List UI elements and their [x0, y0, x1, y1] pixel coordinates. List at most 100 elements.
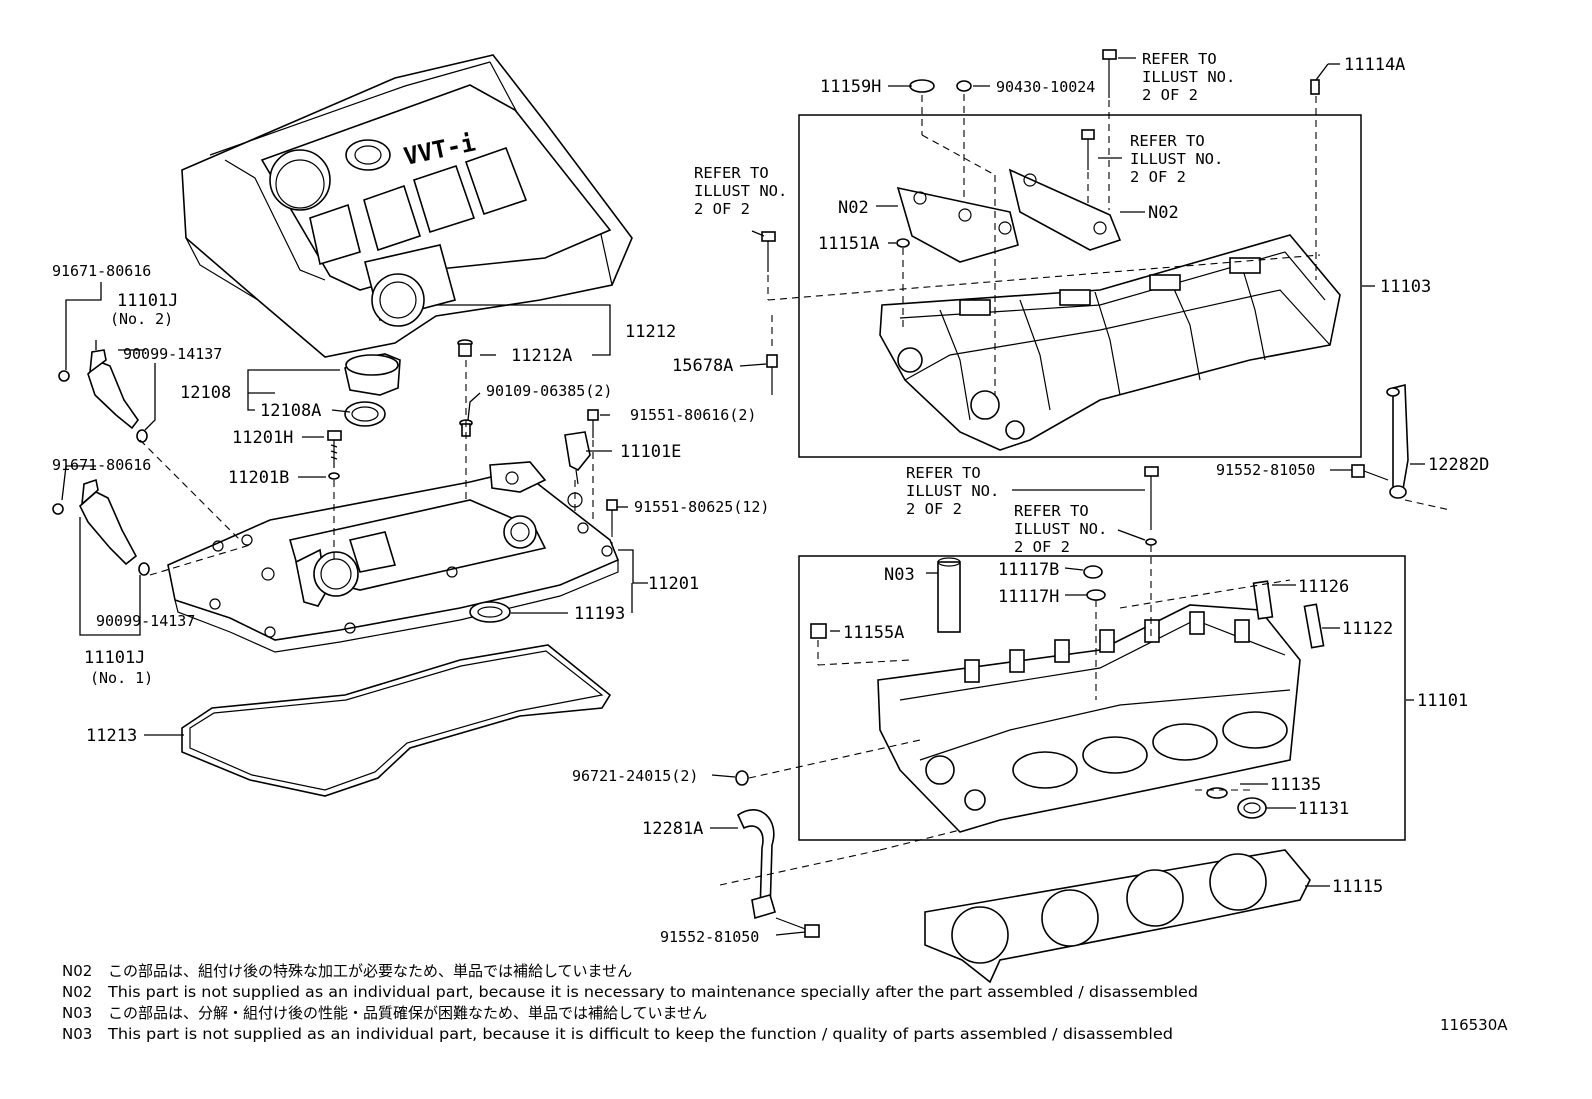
bolt-refer-2 — [1081, 129, 1095, 170]
camshaft-bearing-cap-left — [896, 186, 1019, 263]
note-code-1: N02 — [62, 962, 92, 980]
label-91671-80616-top: 91671-80616 — [52, 262, 151, 280]
label-91551-80616: 91551-80616(2) — [630, 406, 756, 424]
refer-3-line3: 2 OF 2 — [694, 200, 750, 218]
label-11201h: 11201H — [232, 428, 293, 448]
refer-2-line2: ILLUST NO. — [1130, 150, 1223, 168]
refer-1-line3: 2 OF 2 — [1142, 86, 1198, 104]
label-n03: N03 — [884, 565, 915, 585]
gasket-11117h — [1086, 589, 1106, 601]
refer-1-line2: ILLUST NO. — [1142, 68, 1235, 86]
plug-11117b — [1083, 565, 1103, 579]
cylinder-head-group-box — [798, 555, 1406, 841]
refer-callouts: REFER TO ILLUST NO. 2 OF 2 REFER TO ILLU… — [694, 50, 1235, 556]
oil-filler-cap — [344, 353, 401, 396]
label-12282d: 12282D — [1428, 455, 1489, 475]
dowel-n03 — [937, 561, 961, 633]
camshaft-position-sensor — [564, 431, 591, 485]
refer-4-line1: REFER TO — [906, 464, 981, 482]
label-12108a: 12108A — [260, 401, 321, 421]
label-11155a: 11155A — [843, 623, 904, 643]
label-11159h: 11159H — [820, 77, 881, 97]
label-91671-80616-bottom: 91671-80616 — [52, 456, 151, 474]
label-11101j-no1: 11101J — [84, 648, 145, 668]
bolt-91551-80616 — [587, 409, 599, 438]
bolt-91552-upper — [1351, 464, 1389, 481]
pin-11151a — [896, 238, 910, 248]
label-90099-14137-bottom: 90099-14137 — [96, 612, 195, 630]
pin-11114a — [1310, 79, 1320, 95]
refer-3-line2: ILLUST NO. — [694, 182, 787, 200]
label-90109-06385: 90109-06385(2) — [486, 382, 612, 400]
label-11212a: 11212A — [511, 346, 572, 366]
valve-guide-11126 — [1252, 580, 1274, 620]
stud-11212a — [457, 339, 473, 357]
assembly-dash-lines — [139, 94, 1451, 886]
washer-11201b — [328, 472, 340, 480]
cylinder-head-cover — [167, 461, 620, 653]
bolt-refer-1 — [1102, 49, 1117, 98]
label-91551-80625: 91551-80625(12) — [634, 498, 769, 516]
note-code-2: N02 — [62, 983, 92, 1001]
refer-2-line1: REFER TO — [1130, 132, 1205, 150]
refer-1-line1: REFER TO — [1142, 50, 1217, 68]
bolt-refer-4 — [1144, 466, 1159, 546]
label-11212: 11212 — [625, 322, 676, 342]
o-ring-96721 — [735, 770, 749, 786]
oil-control-valve-no1 — [52, 478, 150, 576]
label-15678a: 15678A — [672, 356, 733, 376]
label-11131: 11131 — [1298, 799, 1349, 819]
refer-4-line2: ILLUST NO. — [906, 482, 999, 500]
note-text-2: This part is not supplied as an individu… — [107, 983, 1198, 1001]
cylinder-head-gasket — [924, 849, 1311, 984]
label-11103: 11103 — [1380, 277, 1431, 297]
oil-control-valve-no2 — [58, 349, 148, 443]
footnotes: N02 この部品は、組付け後の特殊な加工が必要なため、単品では補給していません … — [62, 962, 1508, 1043]
head-cover-gasket — [181, 644, 612, 797]
oil-filler-gasket — [344, 401, 386, 427]
note-text-4: This part is not supplied as an individu… — [107, 1025, 1173, 1043]
bolt-11201h — [327, 430, 342, 468]
label-11201b: 11201B — [228, 468, 289, 488]
label-11101: 11101 — [1417, 691, 1468, 711]
label-11135: 11135 — [1270, 775, 1321, 795]
plug-15678a — [766, 354, 778, 395]
note-code-3: N03 — [62, 1004, 92, 1022]
label-91552-81050-lower: 91552-81050 — [660, 928, 759, 946]
refer-4-line3: 2 OF 2 — [906, 500, 962, 518]
label-11201: 11201 — [648, 574, 699, 594]
cap-11159h — [909, 79, 935, 93]
label-no2: (No. 2) — [110, 310, 173, 328]
label-no1: (No. 1) — [90, 669, 153, 687]
label-90430-10024: 90430-10024 — [996, 78, 1095, 96]
label-12281a: 12281A — [642, 819, 703, 839]
label-90099-14137-top: 90099-14137 — [123, 345, 222, 363]
cylinder-head — [877, 604, 1301, 833]
engine-hanger-12281a — [736, 809, 776, 920]
seal-11131 — [1237, 797, 1267, 819]
label-n02-right: N02 — [1148, 203, 1179, 223]
leader-lines — [61, 57, 1425, 936]
camshaft-bearing-cap-right — [1008, 168, 1122, 251]
label-11193: 11193 — [574, 604, 625, 624]
label-11151a: 11151A — [818, 234, 879, 254]
bolt-91552-lower — [775, 917, 820, 938]
refer-5-line2: ILLUST NO. — [1014, 520, 1107, 538]
camshaft-housing — [879, 234, 1341, 451]
valve-guide-11122 — [1303, 603, 1325, 649]
refer-5-line1: REFER TO — [1014, 502, 1089, 520]
label-91552-81050-upper: 91552-81050 — [1216, 461, 1315, 479]
label-11213: 11213 — [86, 726, 137, 746]
label-11101e: 11101E — [620, 442, 681, 462]
refer-3-line1: REFER TO — [694, 164, 769, 182]
label-11115: 11115 — [1332, 877, 1383, 897]
label-11117h: 11117H — [998, 587, 1059, 607]
label-96721-24015: 96721-24015(2) — [572, 767, 698, 785]
engine-cover: VVT-i — [181, 54, 633, 358]
note-text-3: この部品は、分解・組付け後の性能・品質確保が困難なため、単品では補給していません — [108, 1004, 707, 1022]
refer-5-line3: 2 OF 2 — [1014, 538, 1070, 556]
note-text-1: この部品は、組付け後の特殊な加工が必要なため、単品では補給していません — [108, 962, 632, 980]
label-11114a: 11114A — [1344, 55, 1405, 75]
label-n02-left: N02 — [838, 198, 869, 218]
